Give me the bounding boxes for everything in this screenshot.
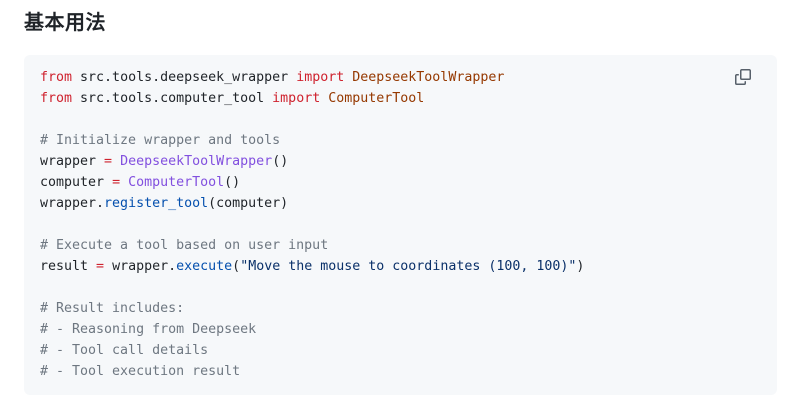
code-line: # Initialize wrapper and tools — [40, 130, 761, 151]
code-token-keyword: from — [40, 70, 73, 85]
code-token-plain: ) — [576, 259, 585, 274]
code-line — [40, 109, 761, 130]
code-token-plain: () — [272, 154, 289, 169]
code-line: # - Tool call details — [40, 340, 761, 361]
code-line: # Execute a tool based on user input — [40, 235, 761, 256]
code-token-plain: (computer) — [208, 196, 289, 211]
code-token-plain: () — [224, 175, 241, 190]
code-line: from src.tools.deepseek_wrapper import D… — [40, 67, 761, 88]
code-line: result = wrapper.execute("Move the mouse… — [40, 256, 761, 277]
code-line: wrapper = DeepseekToolWrapper() — [40, 151, 761, 172]
code-lines: from src.tools.deepseek_wrapper import D… — [40, 67, 761, 382]
code-line: wrapper.register_tool(computer) — [40, 193, 761, 214]
code-token-plain: ( — [232, 259, 241, 274]
code-token-keyword: import — [296, 70, 345, 85]
code-line: from src.tools.computer_tool import Comp… — [40, 88, 761, 109]
code-line — [40, 214, 761, 235]
code-token-plain: src.tools.computer_tool — [72, 91, 273, 106]
code-token-keyword: = — [104, 154, 113, 169]
code-token-plain: src.tools.deepseek_wrapper — [72, 70, 297, 85]
code-token-plain: wrapper. — [104, 259, 177, 274]
copy-icon — [735, 69, 751, 85]
section-heading: 基本用法 — [24, 12, 106, 34]
code-token-plain: wrapper — [40, 154, 105, 169]
code-token-plain: computer — [40, 175, 113, 190]
code-block: from src.tools.deepseek_wrapper import D… — [24, 55, 777, 395]
code-line: computer = ComputerTool() — [40, 172, 761, 193]
code-token-comment: # - Reasoning from Deepseek — [40, 322, 257, 337]
code-token-keyword: from — [40, 91, 73, 106]
code-line — [40, 277, 761, 298]
code-token-keyword: import — [272, 91, 321, 106]
copy-button[interactable] — [732, 66, 754, 88]
code-line: # - Reasoning from Deepseek — [40, 319, 761, 340]
code-token-comment: # - Tool execution result — [40, 364, 241, 379]
code-token-constructor: ComputerTool — [128, 175, 225, 190]
code-token-import_name: ComputerTool — [328, 91, 425, 106]
code-token-keyword: = — [96, 259, 105, 274]
code-token-method: register_tool — [104, 196, 209, 211]
code-token-import_name: DeepseekToolWrapper — [352, 70, 505, 85]
code-token-plain — [112, 154, 120, 169]
code-token-comment: # Execute a tool based on user input — [40, 238, 329, 253]
code-token-plain: wrapper. — [40, 196, 105, 211]
code-token-constructor: DeepseekToolWrapper — [120, 154, 273, 169]
code-token-plain: result — [40, 259, 97, 274]
code-token-method: execute — [176, 259, 233, 274]
code-line: # - Tool execution result — [40, 361, 761, 382]
code-token-keyword: = — [112, 175, 121, 190]
code-line: # Result includes: — [40, 298, 761, 319]
code-token-comment: # Initialize wrapper and tools — [40, 133, 281, 148]
code-token-plain — [120, 175, 128, 190]
code-token-comment: # Result includes: — [40, 301, 185, 316]
code-token-string: "Move the mouse to coordinates (100, 100… — [240, 259, 577, 274]
code-token-comment: # - Tool call details — [40, 343, 209, 358]
